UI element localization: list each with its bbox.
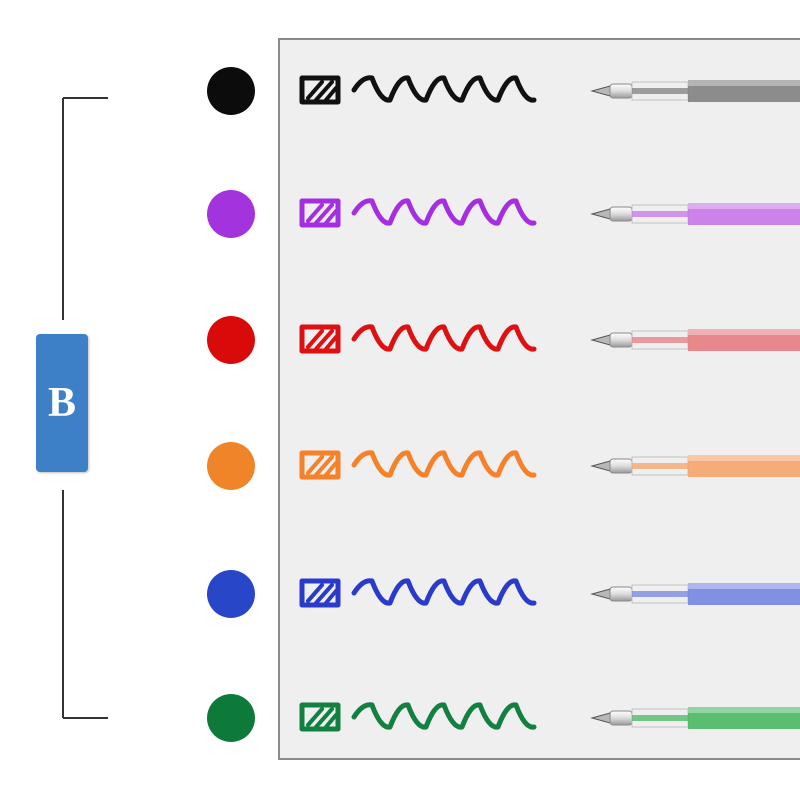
ink-sample-red (299, 324, 537, 354)
set-bracket (62, 97, 108, 719)
set-badge: B (36, 334, 88, 472)
ink-sample-orange (299, 450, 537, 480)
color-dot-blue (207, 570, 255, 618)
color-dot-orange (207, 442, 255, 490)
ink-sample-black (299, 75, 537, 105)
refill-tip-red (590, 329, 800, 351)
color-dot-purple (207, 190, 255, 238)
refill-tip-orange (590, 455, 800, 477)
ink-sample-green (299, 702, 537, 732)
color-dot-black (207, 67, 255, 115)
refill-tip-black (590, 80, 800, 102)
set-badge-label: B (47, 380, 76, 426)
sample-panel (278, 38, 800, 760)
color-dot-red (207, 316, 255, 364)
ink-sample-purple (299, 198, 537, 228)
refill-tip-purple (590, 203, 800, 225)
refill-tip-blue (590, 583, 800, 605)
ink-sample-blue (299, 578, 537, 608)
refill-tip-green (590, 707, 800, 729)
color-dot-green (207, 694, 255, 742)
